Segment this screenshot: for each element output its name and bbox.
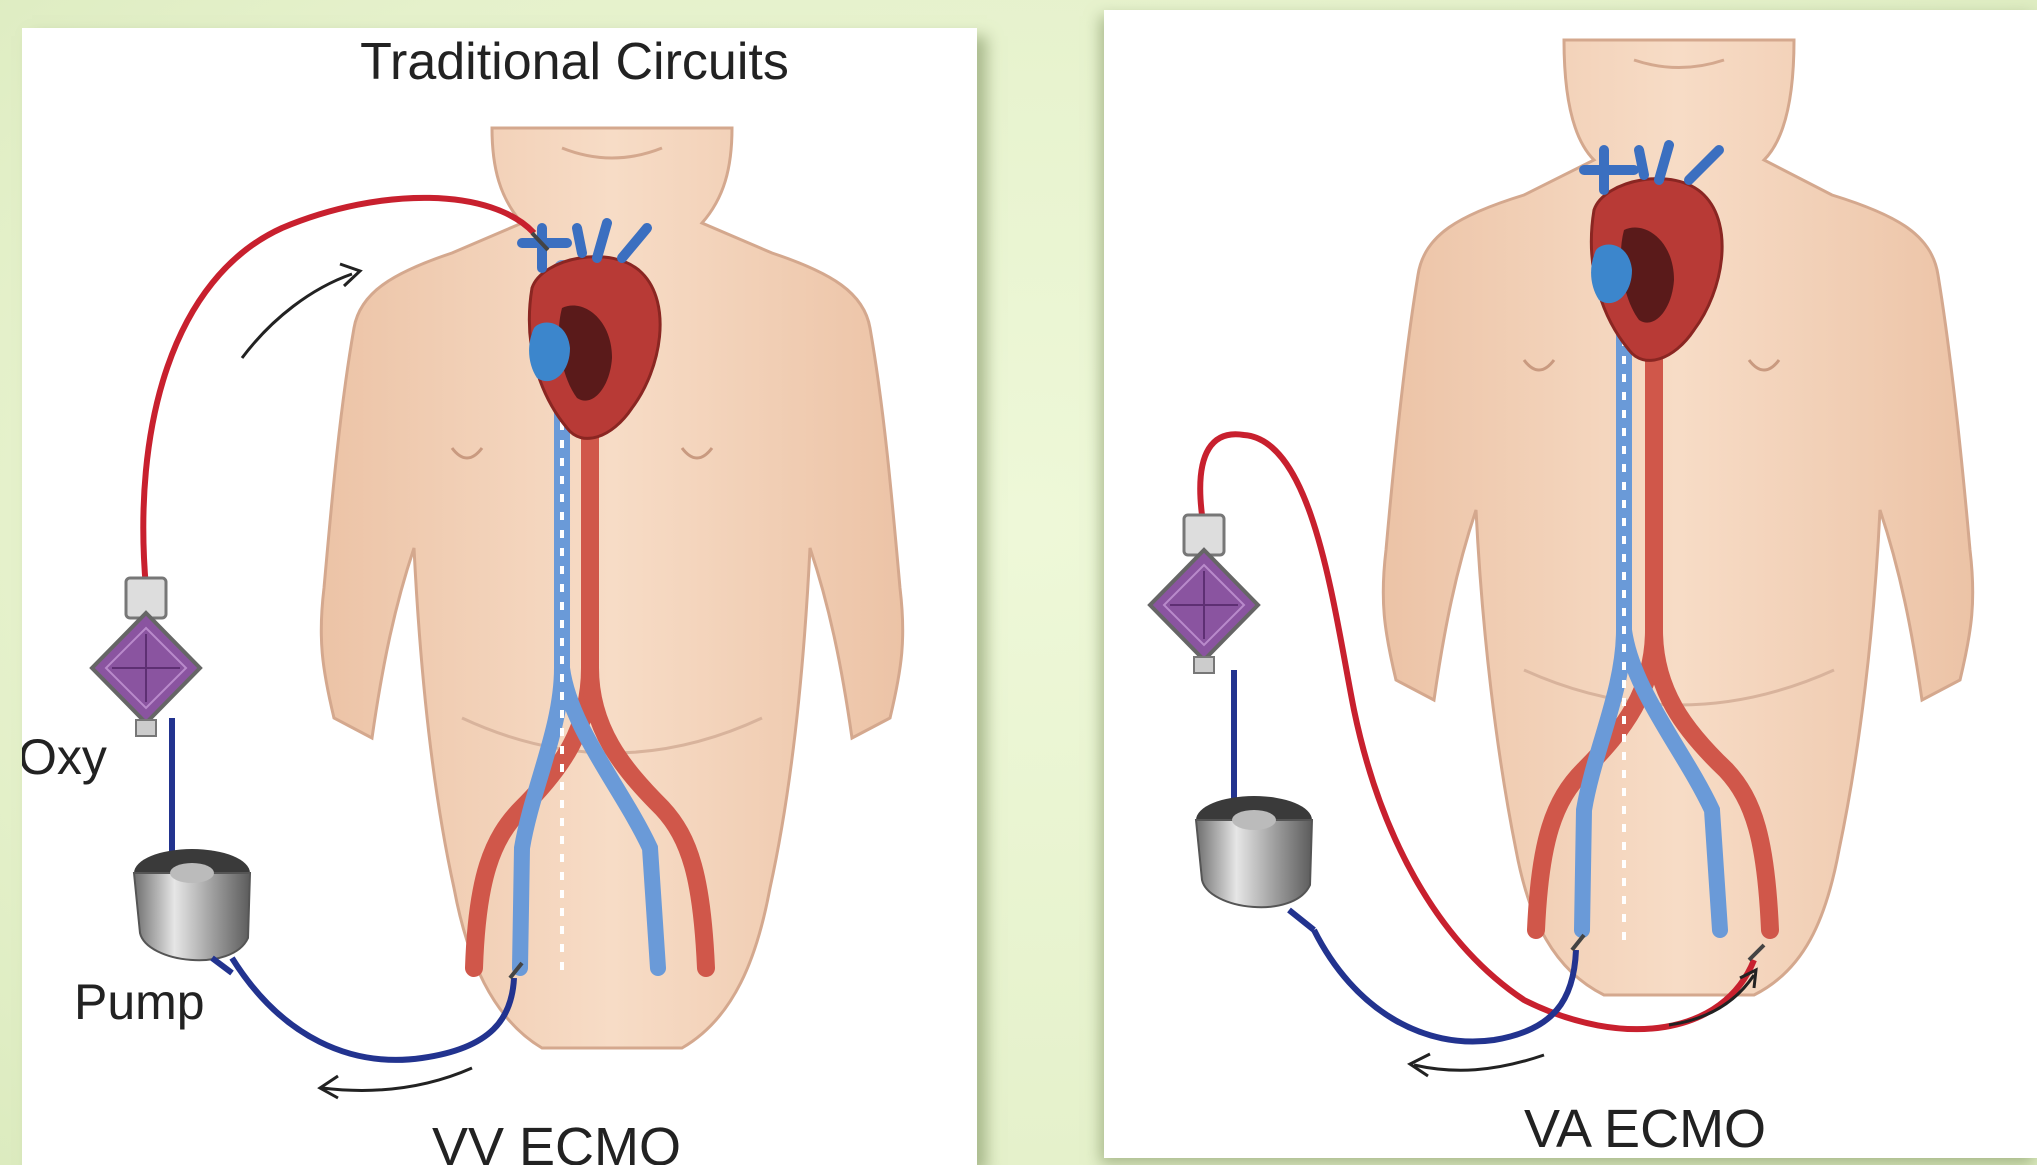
va-ecmo-panel: VA ECMO: [1104, 10, 2037, 1158]
flow-arrow-icon: [1414, 1055, 1544, 1070]
flow-arrow-head-icon: [320, 1076, 338, 1098]
oxygenator-icon: [1150, 515, 1258, 673]
oxygenator-icon: [92, 578, 200, 736]
va-ecmo-caption: VA ECMO: [1524, 1098, 1766, 1158]
flow-arrow-icon: [242, 274, 352, 358]
flow-arrow-icon: [322, 1068, 472, 1091]
figure-title: Traditional Circuits: [22, 32, 977, 92]
pump-icon: [1196, 796, 1314, 930]
oxygenator-label: Oxy: [22, 728, 107, 786]
va-ecmo-illustration: [1104, 10, 2037, 1158]
vv-ecmo-caption: VV ECMO: [432, 1116, 681, 1165]
vv-ecmo-panel: Traditional Circuits Oxy Pump VV ECMO: [22, 28, 977, 1165]
pump-label: Pump: [74, 973, 205, 1031]
pump-icon: [134, 828, 250, 973]
